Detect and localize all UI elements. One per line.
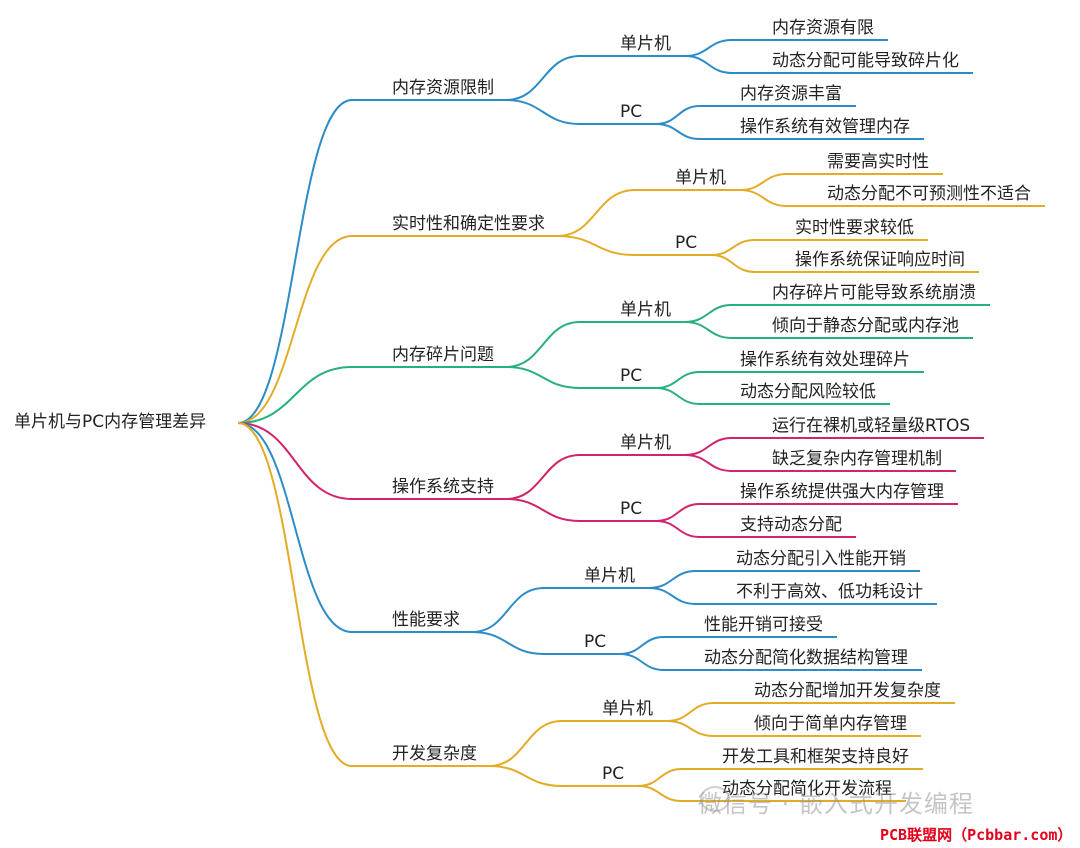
group-connector (505, 99, 581, 125)
group-node: 单片机 (675, 168, 726, 188)
group-connector (505, 321, 581, 368)
leaf-node: 支持动态分配 (740, 515, 842, 535)
group-node: 单片机 (620, 433, 671, 453)
leaf-node: 内存资源有限 (772, 18, 874, 38)
leaf-connector (619, 653, 665, 671)
watermark: 微信号 · 嵌入式开发编程 (698, 790, 974, 818)
leaf-connector (684, 55, 733, 74)
group-node: PC (584, 632, 607, 652)
branch-connector (237, 422, 353, 500)
group-node: PC (620, 102, 643, 122)
leaf-node: 操作系统保证响应时间 (795, 250, 965, 270)
leaf-connector (666, 720, 715, 737)
leaf-node: 开发工具和框架支持良好 (722, 747, 909, 767)
branch-node: 开发复杂度 (392, 744, 477, 764)
leaf-node: 内存资源丰富 (740, 84, 842, 104)
group-node: 单片机 (620, 34, 671, 54)
leaf-node: 实时性要求较低 (795, 218, 914, 238)
leaf-node: 操作系统提供强大内存管理 (740, 482, 944, 502)
leaf-node: 动态分配风险较低 (740, 382, 876, 402)
leaf-node: 内存碎片可能导致系统崩溃 (772, 283, 976, 303)
leaf-node: 倾向于简单内存管理 (754, 714, 907, 734)
group-connector (471, 631, 545, 655)
group-node: 单片机 (620, 300, 671, 320)
leaf-node: 运行在裸机或轻量级RTOS (772, 416, 971, 436)
group-node: PC (602, 764, 625, 784)
leaf-node: 缺乏复杂内存管理机制 (772, 449, 942, 469)
root-node: 单片机与PC内存管理差异 (14, 412, 207, 432)
branch-node: 内存资源限制 (392, 78, 494, 98)
group-connector (471, 587, 545, 633)
branch-node: 操作系统支持 (392, 477, 494, 497)
leaf-connector (637, 785, 683, 802)
group-node: PC (675, 233, 698, 253)
leaf-node: 操作系统有效处理碎片 (740, 350, 910, 370)
leaf-connector (655, 520, 701, 538)
group-connector (556, 189, 636, 237)
leaf-node: 性能开销可接受 (704, 615, 823, 635)
group-connector (488, 765, 563, 787)
group-connector (505, 498, 581, 522)
group-node: PC (620, 366, 643, 386)
branch-connector (237, 235, 353, 424)
group-connector (488, 720, 563, 767)
leaf-node: 动态分配增加开发复杂度 (754, 681, 941, 701)
branch-node: 内存碎片问题 (392, 345, 494, 365)
group-node: 单片机 (584, 566, 635, 586)
group-connector (505, 366, 581, 389)
leaf-connector (710, 254, 756, 273)
leaf-node: 动态分配不可预测性不适合 (827, 184, 1031, 204)
wechat-icon (700, 786, 730, 812)
group-node: PC (620, 499, 643, 519)
leaf-connector (684, 454, 733, 472)
leaf-node: 动态分配简化数据结构管理 (704, 648, 908, 668)
leaf-node: 动态分配简化开发流程 (722, 779, 892, 799)
group-connector (505, 55, 581, 101)
leaf-connector (739, 189, 788, 207)
branch-connector (237, 422, 353, 767)
branch-connector (237, 422, 353, 633)
leaf-node: 动态分配可能导致碎片化 (772, 51, 959, 71)
branch-connector (237, 99, 353, 424)
leaf-node: 操作系统有效管理内存 (740, 117, 910, 137)
branch-connector (237, 366, 353, 424)
leaf-node: 倾向于静态分配或内存池 (772, 316, 959, 336)
group-connector (556, 235, 636, 256)
leaf-connector (655, 387, 701, 405)
leaf-connector (655, 123, 701, 140)
group-connector (505, 454, 581, 500)
leaf-connector (684, 321, 733, 339)
leaf-connector (648, 587, 697, 605)
leaf-node: 动态分配引入性能开销 (736, 549, 906, 569)
leaf-node: 不利于高效、低功耗设计 (736, 582, 923, 602)
footer-credit: PCB联盟网（Pcbbar.com） (880, 826, 1073, 844)
leaf-node: 需要高实时性 (827, 152, 929, 172)
group-node: 单片机 (602, 699, 653, 719)
branch-node: 实时性和确定性要求 (392, 214, 545, 234)
branch-node: 性能要求 (392, 610, 460, 630)
